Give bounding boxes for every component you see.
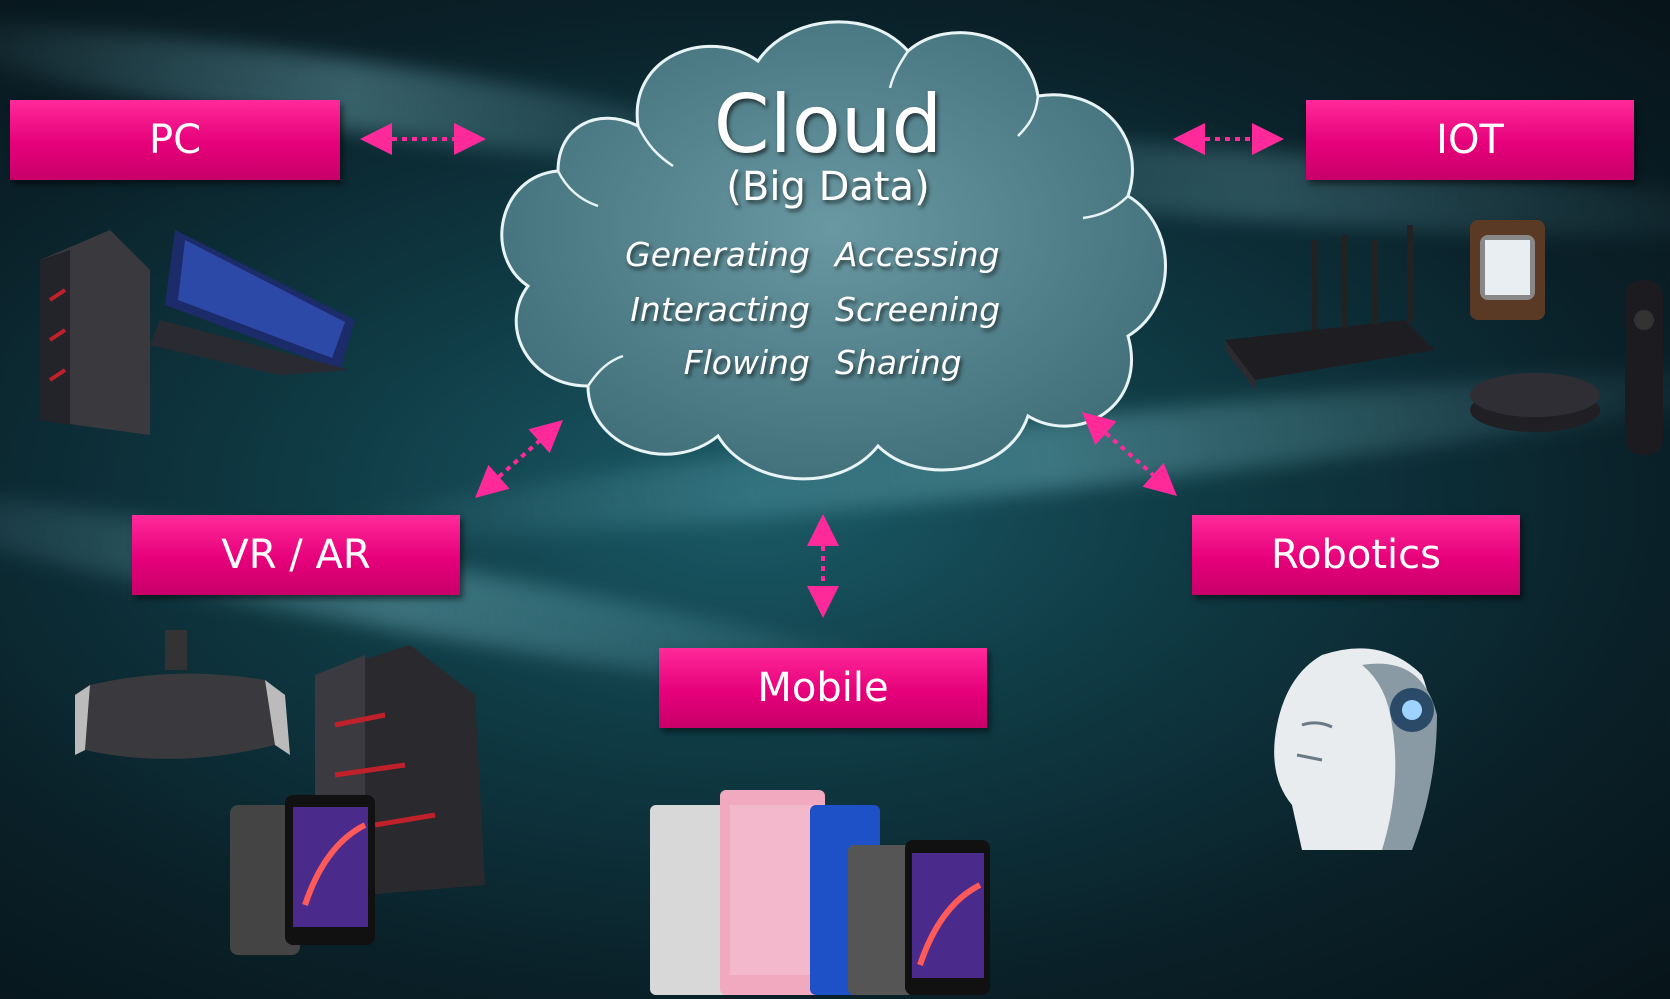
verb-interacting: Interacting bbox=[630, 290, 810, 329]
cloud-title: Cloud bbox=[713, 78, 943, 171]
robot-head-image bbox=[1274, 648, 1437, 850]
cloud-node: Cloud (Big Data) bbox=[488, 6, 1168, 496]
robotics-cloud-arrow bbox=[1082, 412, 1177, 496]
verb-screening: Screening bbox=[835, 290, 1001, 329]
cloud-shape bbox=[500, 20, 1167, 481]
verb-accessing: Accessing bbox=[835, 235, 1000, 274]
verb-flowing: Flowing bbox=[683, 343, 810, 382]
pc-devices-image bbox=[40, 230, 355, 435]
cloud-subtitle: (Big Data) bbox=[726, 164, 930, 210]
vr-ar-devices-image bbox=[75, 630, 485, 955]
iot-label: IOT bbox=[1306, 100, 1634, 180]
vr-cloud-arrow bbox=[475, 420, 563, 498]
verb-sharing: Sharing bbox=[835, 343, 962, 382]
mobile-label: Mobile bbox=[659, 648, 987, 728]
iot-devices-image bbox=[1225, 220, 1663, 455]
vr-ar-label: VR / AR bbox=[132, 515, 460, 595]
verb-generating: Generating bbox=[625, 235, 810, 274]
mobile-devices-image bbox=[650, 790, 990, 995]
pc-label: PC bbox=[10, 100, 340, 180]
robotics-label: Robotics bbox=[1192, 515, 1520, 595]
